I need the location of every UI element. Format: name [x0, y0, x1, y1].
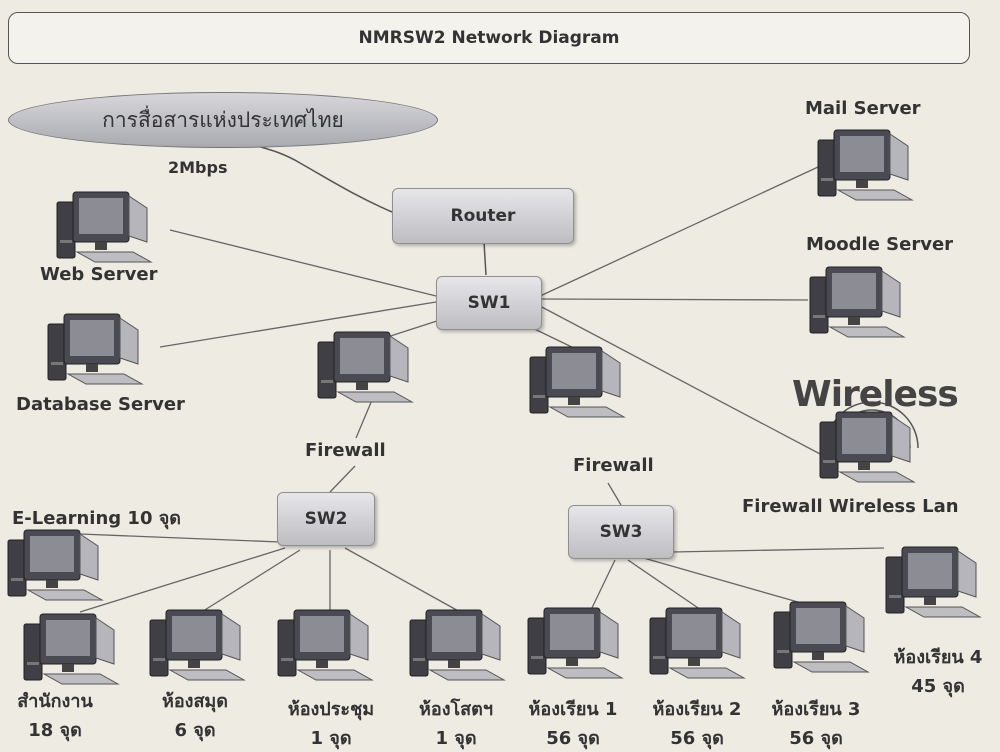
- link-fw-right-sw3: [607, 482, 622, 506]
- classroom-3-computer-icon[interactable]: [772, 600, 872, 675]
- link-router-sw1: [483, 241, 487, 276]
- av-room-computer-icon[interactable]: [408, 608, 508, 683]
- firewall-left-label: Firewall: [305, 440, 386, 461]
- link-sw3-class3: [639, 556, 827, 611]
- wireless-badge: Wireless: [792, 374, 959, 415]
- diagram-title: NMRSW2 Network Diagram: [8, 12, 970, 64]
- router-node[interactable]: Router: [392, 188, 574, 244]
- mail-server-computer-icon[interactable]: [816, 128, 916, 203]
- web-server-label: Web Server: [40, 264, 158, 285]
- firewall-right-computer-icon[interactable]: [528, 345, 628, 420]
- link-sw2-office: [79, 547, 286, 613]
- sw3-node[interactable]: SW3: [568, 505, 674, 559]
- firewall-wireless-label: Firewall Wireless Lan: [742, 496, 959, 517]
- database-server-label: Database Server: [16, 394, 185, 415]
- sw1-node[interactable]: SW1: [436, 276, 542, 330]
- link-fw-left-sw2: [329, 465, 356, 493]
- moodle-server-computer-icon[interactable]: [808, 265, 908, 340]
- link-sw3-class1: [589, 559, 616, 613]
- classroom-4-computer-icon[interactable]: [884, 545, 984, 620]
- link-mail-sw1: [537, 166, 819, 298]
- firewall-right-label: Firewall: [573, 455, 654, 476]
- elearning-label: E-Learning 10 จุด: [12, 508, 181, 529]
- office-computer-icon[interactable]: [22, 612, 122, 687]
- link-web-sw1: [169, 229, 437, 297]
- link-fw-left-label: [355, 399, 373, 439]
- isp-cloud: การสื่อสารแห่งประเทศไทย: [8, 92, 438, 148]
- bandwidth-label: 2Mbps: [168, 158, 228, 177]
- link-wireless-sw1: [537, 304, 823, 456]
- link-sw3-class2: [627, 559, 705, 613]
- firewall-left-computer-icon[interactable]: [316, 330, 416, 405]
- elearning-computer-icon[interactable]: [6, 528, 106, 603]
- link-db-sw1: [159, 301, 437, 348]
- mail-server-label: Mail Server: [805, 98, 921, 119]
- library-computer-icon[interactable]: [148, 608, 248, 683]
- classroom-2-computer-icon[interactable]: [648, 606, 748, 681]
- database-server-computer-icon[interactable]: [46, 312, 146, 387]
- meeting-room-computer-icon[interactable]: [276, 608, 376, 683]
- classroom-1-computer-icon[interactable]: [526, 606, 626, 681]
- link-sw3-class4: [671, 547, 885, 553]
- moodle-server-label: Moodle Server: [806, 234, 954, 255]
- link-sw2-library: [199, 549, 301, 614]
- link-sw2-av: [344, 547, 463, 614]
- web-server-computer-icon[interactable]: [55, 190, 155, 265]
- link-moodle-sw1: [539, 298, 809, 301]
- sw2-node[interactable]: SW2: [277, 492, 375, 546]
- wireless-firewall-computer-icon[interactable]: [818, 410, 918, 485]
- link-sw2-elearning: [79, 533, 281, 543]
